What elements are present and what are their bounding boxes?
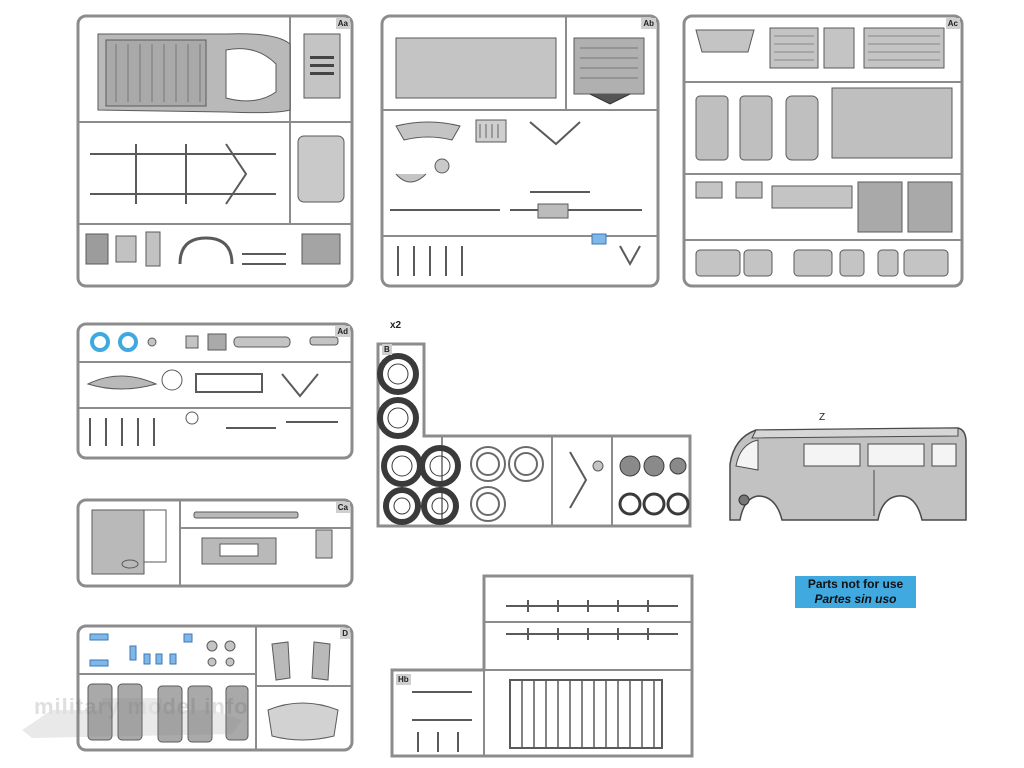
note-line-spanish: Partes sin uso [814, 592, 897, 606]
sprue-ca: Ca [76, 498, 354, 588]
sprue-hb: Hb [388, 572, 696, 760]
sprue-label: Hb [396, 674, 411, 685]
sprue-ab: Ab [380, 14, 660, 288]
sprue-ac: Ac [682, 14, 964, 288]
sprue-label: Ac [945, 18, 960, 29]
sprue-label: Ad [335, 326, 350, 337]
sprue-b: B [372, 340, 696, 530]
sprue-label: D [340, 628, 350, 639]
watermark-text: military model info [34, 694, 249, 719]
part-label: Z [819, 412, 826, 423]
note-line-english: Parts not for use [807, 577, 904, 591]
sprue-label: B [382, 344, 392, 355]
sprue-multiplier: x2 [390, 320, 402, 331]
watermark-logo: military model info [12, 680, 252, 750]
body-shell-z [722, 424, 972, 524]
sprue-label: Ab [641, 18, 656, 29]
sprue-ad: Ad [76, 322, 354, 460]
sprue-label: Aa [335, 18, 350, 29]
sprue-aa: Aa [76, 14, 354, 288]
parts-not-for-use-note: Parts not for use Partes sin uso [795, 576, 916, 608]
sprue-d: D [76, 624, 354, 752]
sprue-label: Ca [335, 502, 350, 513]
